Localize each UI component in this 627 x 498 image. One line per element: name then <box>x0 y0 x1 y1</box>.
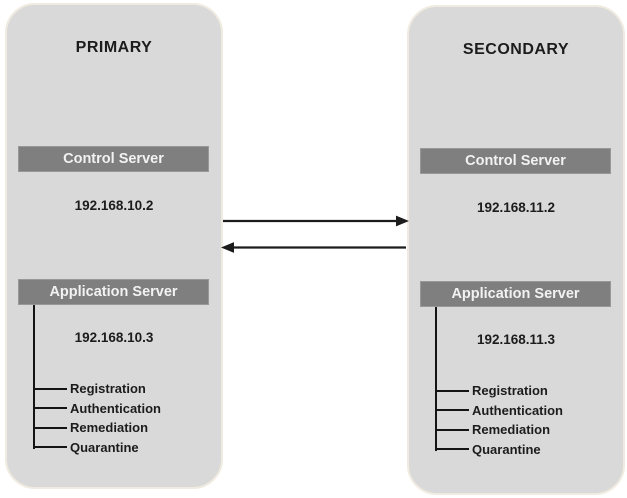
control-server-bar: Control Server <box>420 148 611 174</box>
service-list: Registration Authentication Remediation … <box>435 381 563 459</box>
panel-title-secondary: SECONDARY <box>462 41 570 58</box>
service-item-remediation: Remediation <box>435 420 563 440</box>
control-server-bar: Control Server <box>18 146 209 172</box>
service-item-quarantine: Quarantine <box>33 438 161 458</box>
service-item-registration: Registration <box>33 379 161 399</box>
control-server-ip: 192.168.10.2 <box>74 198 154 213</box>
secondary-server-group: SECONDARY Control Server 192.168.11.2 Ap… <box>407 5 625 495</box>
service-item-authentication: Authentication <box>435 401 563 421</box>
service-list: Registration Authentication Remediation … <box>33 379 161 457</box>
panel-title-primary: PRIMARY <box>75 39 153 56</box>
application-server-bar: Application Server <box>420 281 611 307</box>
service-item-remediation: Remediation <box>33 418 161 438</box>
application-server-ip: 192.168.11.3 <box>476 332 556 347</box>
application-server-ip: 192.168.10.3 <box>74 330 154 345</box>
arrow-right-icon <box>223 215 409 227</box>
primary-server-group: PRIMARY Control Server 192.168.10.2 Appl… <box>5 3 223 489</box>
service-tree-trunk <box>33 305 35 449</box>
service-tree-trunk <box>435 307 437 451</box>
service-item-quarantine: Quarantine <box>435 440 563 460</box>
control-server-ip: 192.168.11.2 <box>476 200 556 215</box>
service-item-registration: Registration <box>435 381 563 401</box>
application-server-bar: Application Server <box>18 279 209 305</box>
service-item-authentication: Authentication <box>33 399 161 419</box>
arrow-left-icon <box>221 242 406 253</box>
